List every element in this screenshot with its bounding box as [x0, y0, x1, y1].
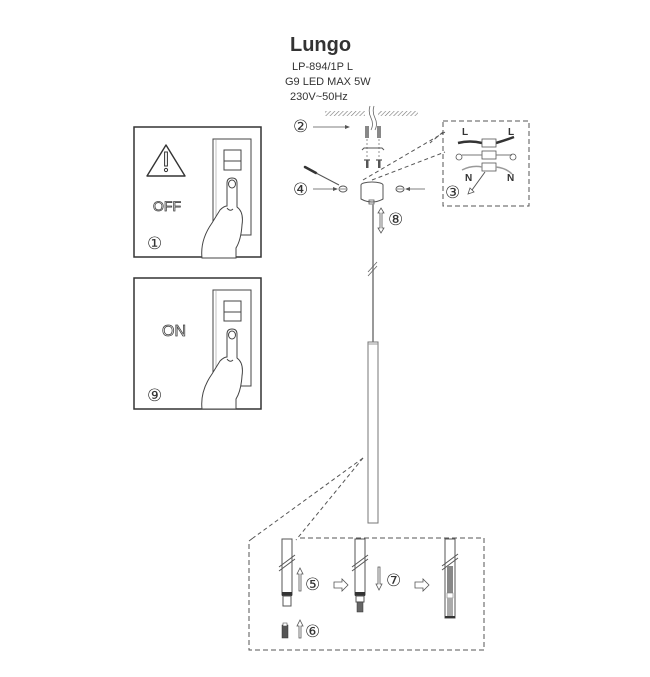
- panel-frame: [133, 126, 262, 258]
- off-label: OFF: [153, 198, 181, 214]
- warning-icon: [146, 144, 186, 177]
- screw-icon: [366, 160, 369, 168]
- model-number: LP-894/1P L: [292, 61, 353, 73]
- live-label-right: L: [508, 127, 514, 138]
- voltage-spec: 230V~50Hz: [290, 91, 348, 103]
- on-switch-panel: ON ⑨: [133, 277, 262, 410]
- wiring-detail-frame: [442, 120, 530, 207]
- live-label-left: L: [462, 127, 468, 138]
- tube-assembled: [441, 538, 459, 619]
- ceiling-right: [378, 111, 418, 116]
- hand-pressing-icon: [201, 177, 243, 259]
- wire-screwdriver: [471, 171, 486, 191]
- supply-wire: [368, 105, 373, 131]
- wall-plug-icon: [377, 126, 381, 138]
- step-6-badge: ⑥: [305, 622, 320, 641]
- tube-step-7: [351, 538, 369, 613]
- step-4-badge: ④: [293, 180, 308, 199]
- step-7-badge: ⑦: [386, 571, 401, 590]
- hand-pressing-icon: [201, 328, 243, 410]
- up-arrow-icon: [296, 567, 304, 592]
- next-arrow-icon: [333, 578, 349, 592]
- terminal-block: [481, 150, 497, 160]
- bulb-detail-frame: [248, 537, 485, 651]
- pendant-tube: [367, 341, 379, 524]
- step-3-badge: ③: [445, 183, 460, 202]
- next-arrow-icon: [414, 578, 430, 592]
- bulb-spec: G9 LED MAX 5W: [285, 76, 371, 88]
- wall-plug-icon: [365, 126, 369, 138]
- terminal-block: [481, 162, 497, 172]
- step-5-badge: ⑤: [305, 575, 320, 594]
- mounting-bracket: [361, 147, 385, 151]
- earth-icon: [509, 153, 517, 161]
- height-adjust-arrow-icon: [377, 207, 385, 234]
- g9-bulb-icon: [281, 624, 289, 639]
- up-arrow-icon: [296, 619, 304, 639]
- wiring-detail: L L N N ③: [442, 120, 530, 207]
- neutral-label-left: N: [465, 173, 472, 184]
- step-8-badge: ⑧: [388, 210, 403, 229]
- earth-icon: [455, 153, 463, 161]
- g9-bulb-icon: [356, 601, 364, 613]
- pendant-lamp: [367, 204, 379, 524]
- bulb-install-detail: ⑤ ⑥ ⑦: [248, 537, 485, 651]
- screwdriver-icon: [303, 165, 340, 186]
- tube-step-5: [278, 538, 296, 607]
- step-2-badge: ②: [293, 117, 308, 136]
- cable-break-mark: [367, 261, 378, 273]
- ceiling-left: [325, 111, 365, 116]
- product-title: Lungo: [290, 34, 352, 56]
- neutral-label-right: N: [507, 173, 514, 184]
- bulb-socket-icon: [282, 595, 292, 607]
- panel-frame: [133, 277, 262, 410]
- step-9-badge: ⑨: [147, 386, 162, 405]
- on-label: ON: [162, 323, 186, 340]
- off-switch-panel: OFF ①: [133, 126, 262, 259]
- screw-icon: [378, 160, 381, 168]
- step-1-badge: ①: [147, 234, 162, 253]
- ceiling-mount: [325, 105, 418, 168]
- down-arrow-icon: [375, 566, 383, 591]
- canopy: [360, 181, 384, 205]
- terminal-block: [481, 138, 497, 148]
